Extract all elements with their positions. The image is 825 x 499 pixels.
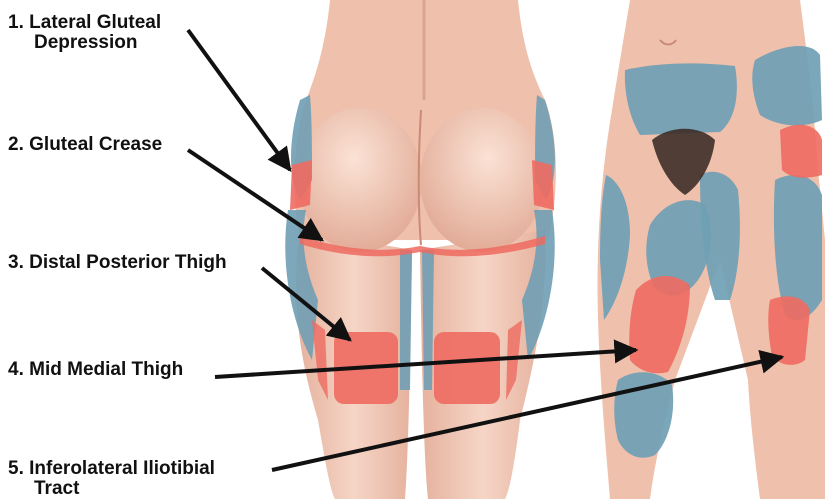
label-inferolateral-iliotibial-tract: 5. Inferolateral Iliotibial Tract [8,459,215,499]
zone-iliotibial-upper [780,125,822,178]
safe-zone-right-flank [752,46,822,126]
label-1-number: 1. [8,12,24,33]
label-3-number: 3. [8,252,24,273]
left-buttock [298,108,422,252]
label-5-text: Inferolateral Iliotibial [29,458,215,479]
safe-zone-left-medial-thigh [400,250,412,390]
label-lateral-gluteal-depression: 1. Lateral Gluteal Depression [8,13,161,53]
label-5-number: 5. [8,458,24,479]
label-gluteal-crease: 2. Gluteal Crease [8,135,162,155]
arrow-1 [188,30,290,170]
label-mid-medial-thigh: 4. Mid Medial Thigh [8,360,183,380]
label-4-number: 4. [8,359,24,380]
label-2-text: Gluteal Crease [29,134,162,155]
label-2-number: 2. [8,134,24,155]
label-1-text: Lateral Gluteal [29,12,161,33]
zone-lateral-gluteal-right [532,160,554,210]
safe-zone-right-medial-thigh [422,250,434,390]
anterior-view [598,0,825,499]
label-4-text: Mid Medial Thigh [29,359,183,380]
zone-lateral-gluteal-left [290,160,312,210]
posterior-view [285,0,556,499]
zone-inferolateral-iliotibial [768,296,810,365]
label-3-text: Distal Posterior Thigh [29,252,226,273]
safe-zone-lower-abdomen [625,63,737,135]
right-buttock [420,108,544,252]
zone-distal-posterior-right [434,332,500,404]
label-5-text-line2: Tract [8,478,79,499]
label-1-text-line2: Depression [8,32,137,53]
label-distal-posterior-thigh: 3. Distal Posterior Thigh [8,253,227,273]
